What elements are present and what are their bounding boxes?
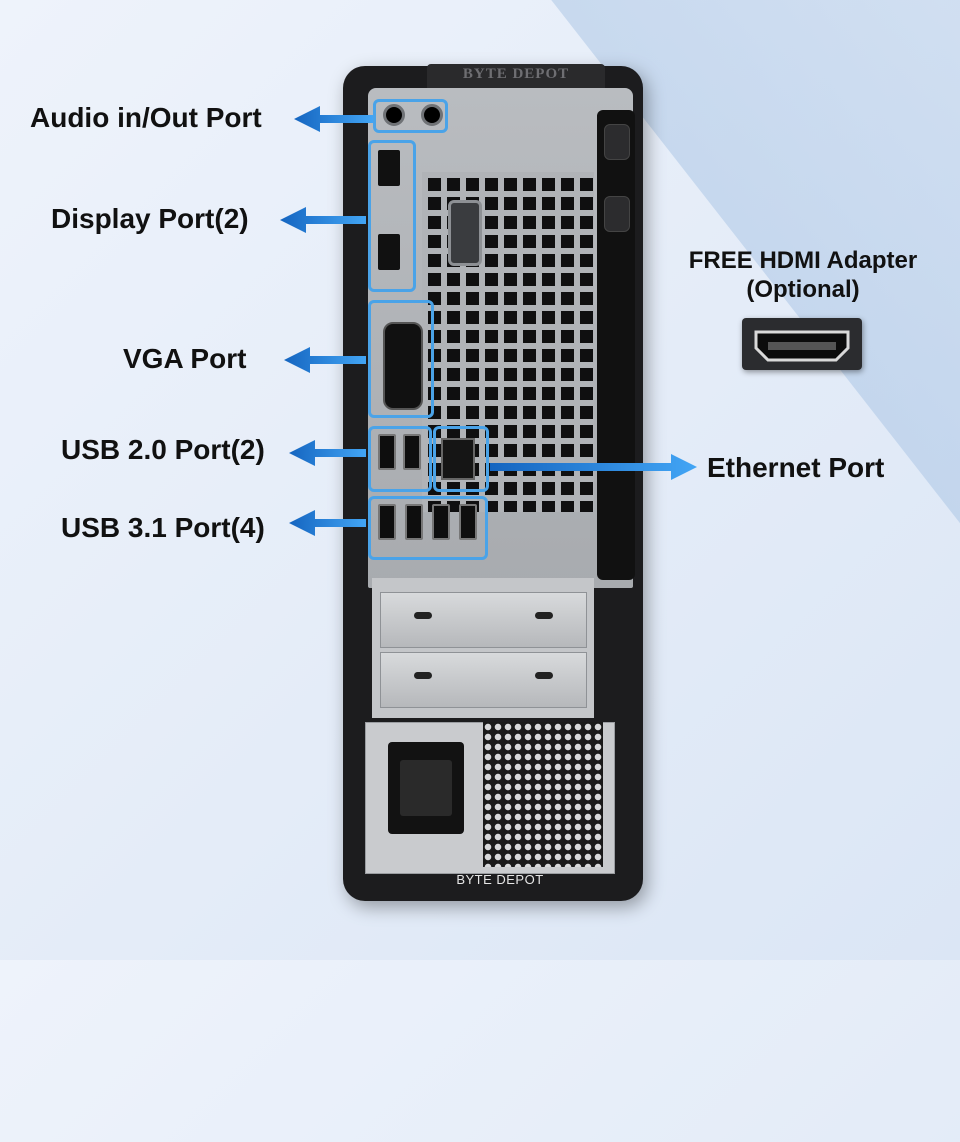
usb-port: [405, 504, 423, 540]
vga-connector: [383, 322, 423, 410]
audio-jack: [421, 104, 443, 126]
displayport: [378, 234, 400, 270]
arrow-left-icon: [294, 106, 373, 132]
power-inlet-socket: [400, 760, 452, 816]
psu-fan-grille: [483, 722, 603, 867]
case-top-tab: [427, 64, 605, 88]
display-highlight: [368, 140, 416, 292]
slot-hole: [535, 672, 553, 679]
arrow-left-icon: [289, 510, 366, 536]
vga-port-label: VGA Port: [123, 343, 247, 374]
usb2-port-label: USB 2.0 Port(2): [61, 434, 265, 465]
slot-hole: [414, 672, 432, 679]
audio-port-label: Audio in/Out Port: [30, 102, 262, 133]
vga-highlight: [368, 300, 434, 418]
callout-arrows: [280, 106, 697, 536]
hdmi-adapter: [742, 318, 862, 370]
usb-port: [459, 504, 477, 540]
case-knob: [604, 196, 630, 232]
arrow-left-icon: [289, 440, 366, 466]
hdmi-adapter-note: FREE HDMI Adapter (Optional): [672, 246, 934, 304]
usb31-highlight: [368, 496, 488, 560]
brand-logo-top: BYTE DEPOT: [462, 66, 570, 82]
arrow-left-icon: [284, 347, 366, 373]
slot-hole: [414, 612, 432, 619]
audio-jack: [383, 104, 405, 126]
ethernet-port-label: Ethernet Port: [707, 452, 885, 483]
usb31-port-label: USB 3.1 Port(4): [61, 512, 265, 543]
display-port-label: Display Port(2): [51, 203, 249, 234]
brand-logo-bottom: BYTE DEPOT: [456, 872, 544, 887]
expansion-slot-cover: [380, 592, 587, 648]
usb-port: [432, 504, 450, 540]
usb2-highlight: [368, 426, 432, 492]
serial-port: [448, 200, 482, 266]
usb-port: [378, 434, 396, 470]
arrow-right-icon: [490, 454, 697, 480]
case-knob: [604, 124, 630, 160]
displayport: [378, 150, 400, 186]
hdmi-port-icon: [754, 330, 850, 362]
case-side-strip: [597, 110, 635, 580]
usb-port: [378, 504, 396, 540]
usb-port: [403, 434, 421, 470]
expansion-slot-cover: [380, 652, 587, 708]
hdmi-note-line1: FREE HDMI Adapter: [688, 247, 918, 274]
ethernet-jack: [441, 438, 475, 480]
arrow-left-icon: [280, 207, 366, 233]
slot-hole: [535, 612, 553, 619]
ethernet-highlight: [433, 426, 489, 492]
hdmi-note-line2: (Optional): [746, 276, 860, 303]
audio-highlight: [373, 99, 448, 133]
